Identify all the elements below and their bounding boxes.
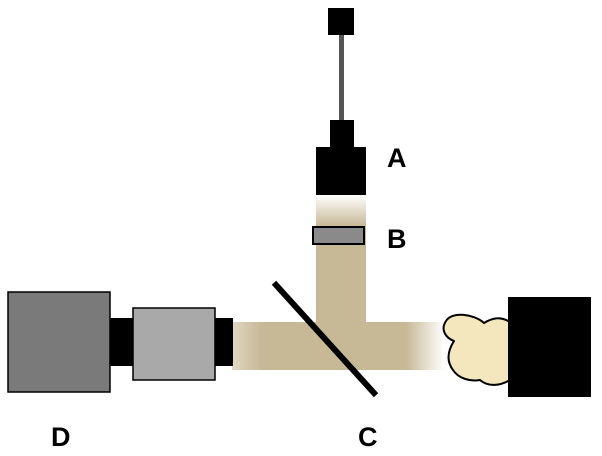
label-a: A bbox=[387, 143, 407, 173]
source-neck bbox=[330, 120, 354, 148]
cable bbox=[339, 35, 344, 121]
beam-splitter-c bbox=[271, 280, 379, 398]
cable-connector bbox=[328, 8, 354, 35]
horizontal-light-beam bbox=[232, 322, 444, 370]
light-source-a bbox=[316, 8, 366, 195]
lens-front bbox=[215, 318, 233, 366]
camera-d bbox=[7, 291, 233, 393]
sample-holder bbox=[508, 297, 591, 397]
tooth-sample bbox=[442, 297, 591, 397]
source-body bbox=[316, 147, 366, 195]
filter-b bbox=[312, 226, 365, 245]
label-d: D bbox=[51, 422, 71, 452]
label-b: B bbox=[387, 224, 407, 254]
lens-mount-rear bbox=[110, 318, 134, 366]
camera-body bbox=[7, 291, 111, 393]
label-c: C bbox=[358, 422, 378, 452]
tooth-icon bbox=[442, 313, 511, 386]
lens-barrel bbox=[132, 307, 216, 381]
